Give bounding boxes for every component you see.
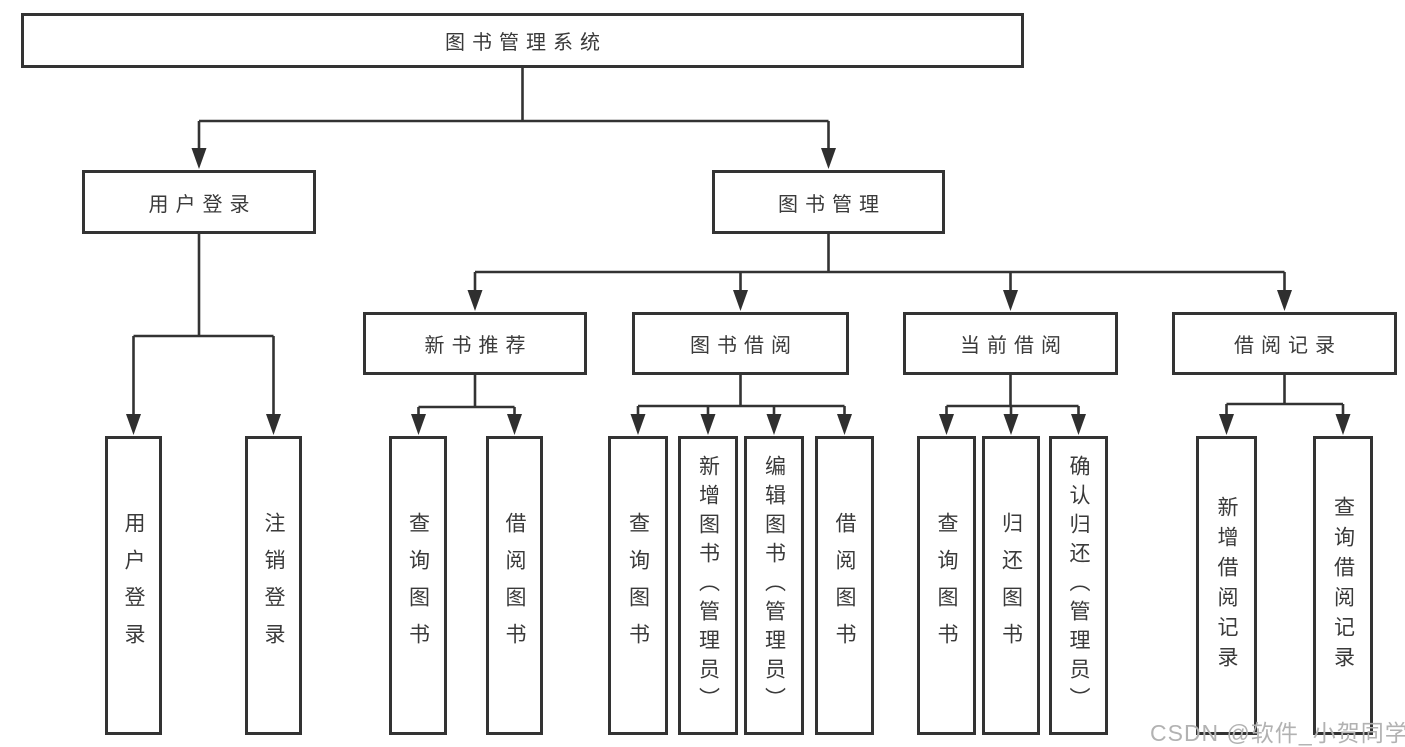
node-borrow-books-recommend: 借阅图书 (486, 436, 543, 735)
node-new-book-recommend: 新书推荐 (363, 312, 587, 375)
node-user-login-group: 用户登录 (82, 170, 316, 234)
node-borrow-books: 借阅图书 (815, 436, 874, 735)
node-current-borrow: 当前借阅 (903, 312, 1118, 375)
node-query-books-recommend: 查询图书 (389, 436, 447, 735)
node-query-books-current: 查询图书 (917, 436, 976, 735)
node-edit-books-admin: 编辑图书（管理员） (744, 436, 804, 735)
node-library-system: 图书管理系统 (21, 13, 1024, 68)
node-add-books-admin: 新增图书（管理员） (678, 436, 738, 735)
node-add-borrow-record: 新增借阅记录 (1196, 436, 1257, 735)
node-book-management: 图书管理 (712, 170, 945, 234)
node-user-login: 用户登录 (105, 436, 162, 735)
node-query-books-borrow: 查询图书 (608, 436, 668, 735)
node-borrow-records: 借阅记录 (1172, 312, 1397, 375)
node-return-books: 归还图书 (982, 436, 1040, 735)
node-book-borrow: 图书借阅 (632, 312, 849, 375)
watermark: CSDN @软件_小贺同学 (1150, 720, 1405, 746)
node-confirm-return-admin: 确认归还（管理员） (1049, 436, 1108, 735)
node-logout: 注销登录 (245, 436, 302, 735)
node-query-borrow-record: 查询借阅记录 (1313, 436, 1373, 735)
